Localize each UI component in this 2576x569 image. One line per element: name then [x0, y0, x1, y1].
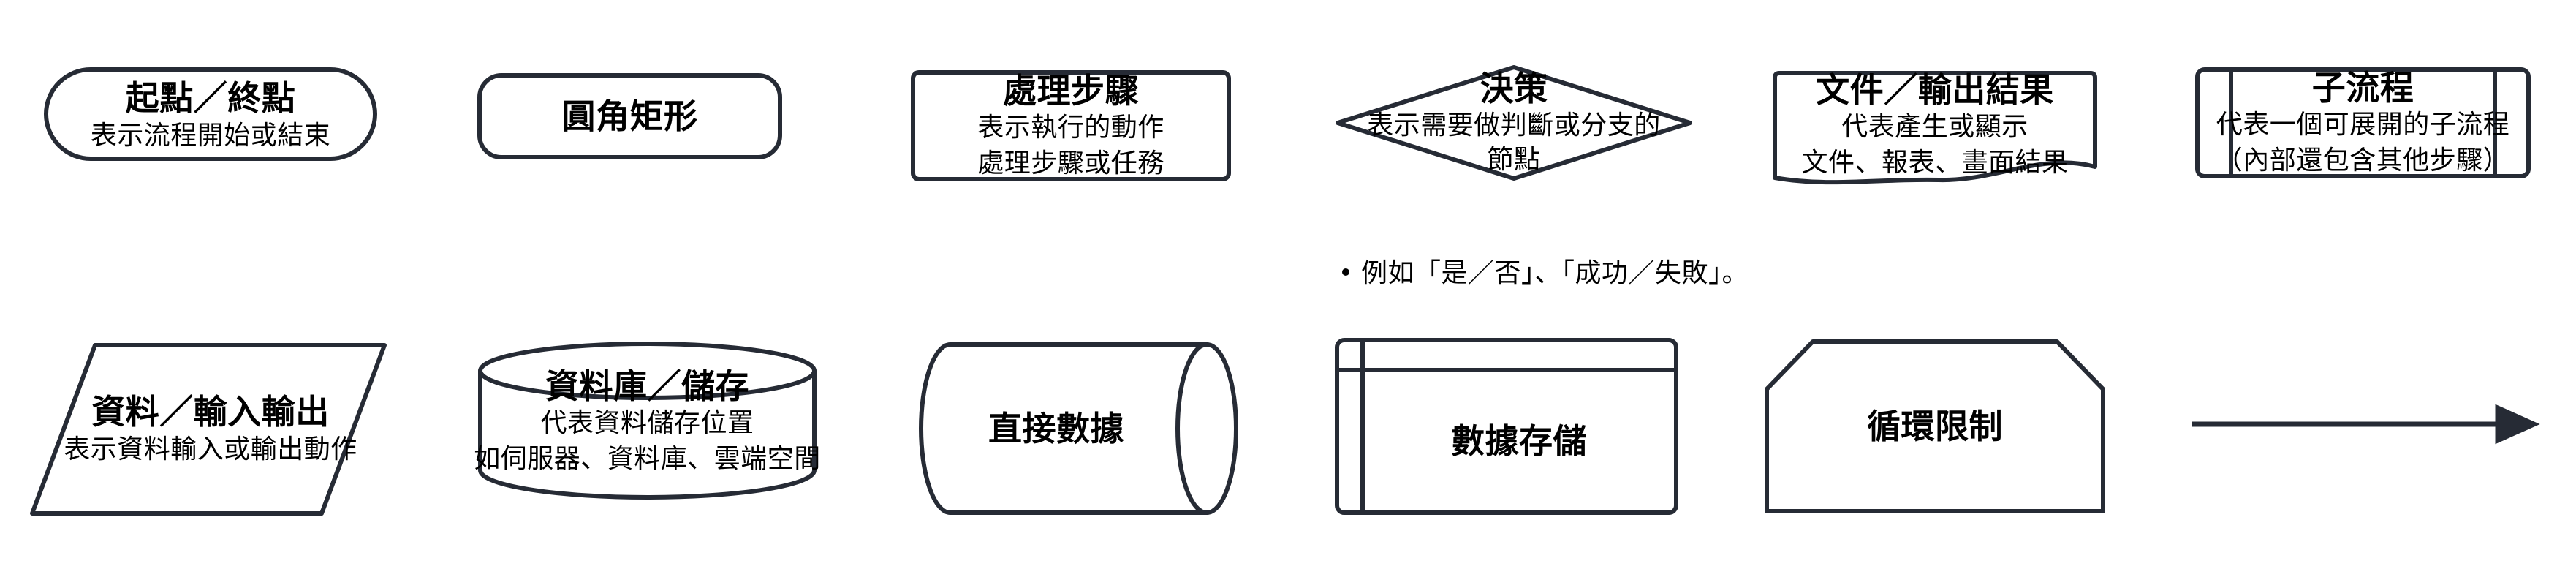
predefined-process-outline — [2195, 67, 2531, 178]
bullet-dot-icon — [1342, 268, 1349, 276]
shape-direct-data[interactable]: 直接數據 — [917, 341, 1239, 516]
shape-loop-limit[interactable]: 循環限制 — [1763, 338, 2107, 515]
shape-subprocess[interactable]: 子流程 代表一個可展開的子流程 （內部還包含其他步驟） — [2195, 67, 2531, 178]
cylinder-body-outline — [478, 342, 817, 500]
parallelogram-outline — [30, 343, 387, 516]
document-outline — [1773, 71, 2097, 185]
shape-rounded-rect[interactable]: 圓角矩形 — [477, 73, 782, 159]
shape-database[interactable]: 資料庫／儲存 代表資料儲存位置 如伺服器、資料庫、雲端空間 — [474, 341, 820, 500]
decision-example-text: 例如「是／否」、「成功／失敗」。 — [1361, 257, 1749, 287]
shape-terminator[interactable]: 起點／終點 表示流程開始或結束 — [44, 67, 377, 161]
internal-storage-outline — [1335, 338, 1678, 515]
rectangle-outline — [911, 70, 1231, 181]
shape-flow-arrow[interactable] — [2189, 399, 2540, 450]
rounded-rectangle-outline — [477, 73, 782, 159]
decision-example-note: 例如「是／否」、「成功／失敗」。 — [1342, 256, 1749, 290]
direct-data-right-arc-line — [1175, 342, 1209, 515]
stadium-outline — [44, 67, 377, 161]
loop-limit-outline — [1765, 339, 2105, 513]
shape-decision[interactable]: 決策 表示需要做判斷或分支的 節點 — [1335, 64, 1693, 181]
arrow-head-icon — [2495, 404, 2540, 445]
shape-data-io[interactable]: 資料／輸入輸出 表示資料輸入或輸出動作 — [29, 342, 387, 517]
diamond-outline — [1336, 65, 1692, 181]
shape-internal-storage[interactable]: 數據存儲 — [1335, 338, 1678, 515]
shape-document[interactable]: 文件／輸出結果 代表產生或顯示 文件、報表、畫面結果 — [1763, 70, 2107, 191]
shape-process[interactable]: 處理步驟 表示執行的動作 處理步驟或任務 — [911, 70, 1231, 181]
direct-data-outline — [919, 342, 1238, 515]
cylinder-top-ellipse-line — [478, 369, 817, 400]
